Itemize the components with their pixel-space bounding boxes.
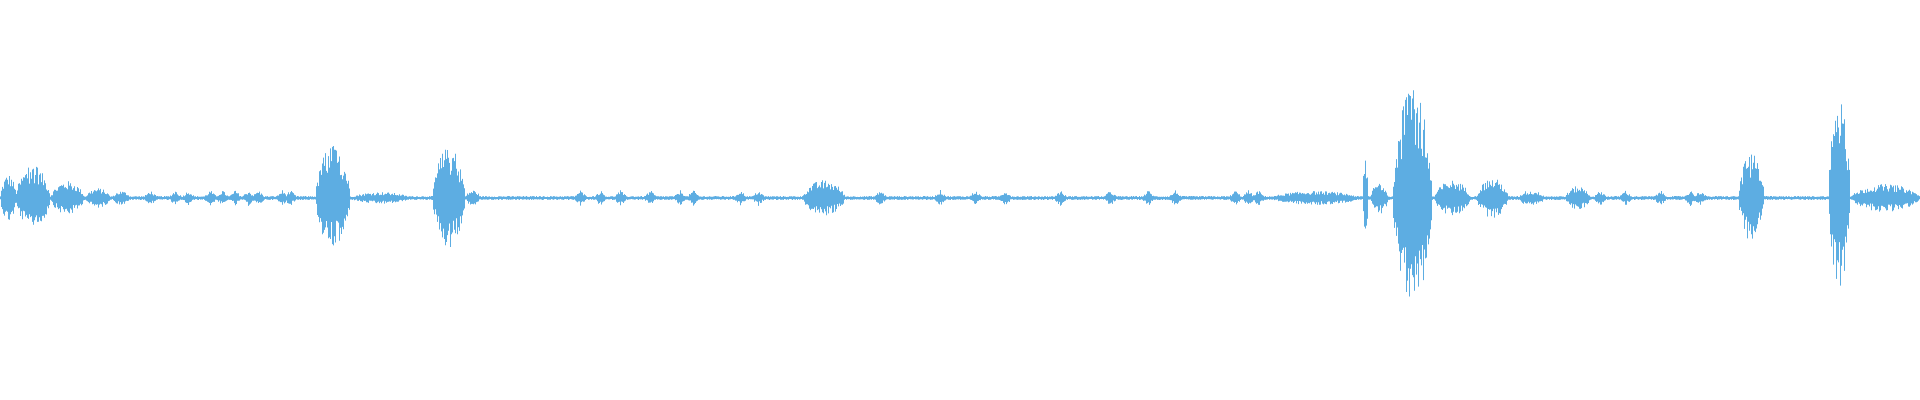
waveform-path bbox=[0, 90, 1920, 297]
